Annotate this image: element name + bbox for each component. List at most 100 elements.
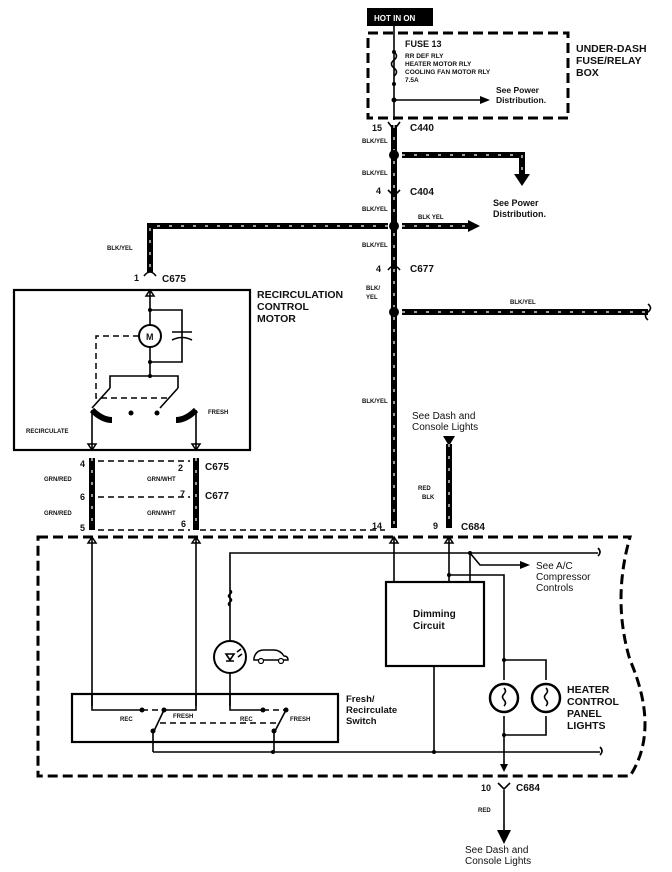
- c677-pin: 4: [376, 264, 381, 274]
- c684-pin-left: 5: [80, 523, 85, 533]
- arrow-right-icon: [520, 561, 530, 569]
- wire-color-label: BLK/YEL: [362, 171, 388, 177]
- wire-color-label: RED: [478, 808, 491, 814]
- panel-lights-title: CONTROL: [567, 696, 619, 708]
- dash-lights-note: Console Lights: [412, 422, 478, 433]
- dimming-label: Circuit: [413, 621, 445, 632]
- motor-title: MOTOR: [257, 313, 296, 325]
- panel-light-bulb-icon: [488, 682, 520, 714]
- c684-pin-10: 10: [481, 783, 491, 793]
- c677-label: C677: [205, 491, 229, 502]
- fuse-line: RR DEF RLY: [405, 53, 444, 60]
- power-dist-branch: [402, 152, 525, 175]
- fuse-line: HEATER MOTOR RLY: [405, 61, 472, 68]
- c677-pin-right: 7: [180, 489, 185, 499]
- wire-color-label: BLK/YEL: [510, 300, 536, 306]
- fuse-box-title: FUSE/RELAY: [576, 55, 642, 67]
- fuse-box-title: UNDER-DASH: [576, 43, 647, 55]
- arrow-right-icon: [480, 96, 490, 104]
- c684-pin-9: 9: [433, 521, 438, 531]
- c675-label: C675: [162, 274, 186, 285]
- motor-mechanical-link: [95, 335, 170, 399]
- wire-color-label: YEL: [366, 295, 378, 301]
- c684-label: C684: [516, 783, 540, 794]
- wire-color-label: BLK YEL: [418, 215, 444, 221]
- wire-color-label: GRN/WHT: [147, 477, 176, 483]
- wire-color-label: RED: [418, 486, 431, 492]
- panel-lights-title: PANEL: [567, 708, 602, 720]
- switch-title: Fresh/: [346, 694, 375, 705]
- connector-c404-icon: [387, 189, 401, 198]
- ac-note: See A/C: [536, 561, 573, 572]
- fuse-rating: 7.5A: [405, 77, 419, 84]
- arrow-down-icon: [497, 830, 511, 844]
- fuse-name: FUSE 13: [405, 39, 442, 49]
- fuse-icon: [390, 51, 398, 77]
- wire-color-label: BLK: [422, 495, 435, 501]
- arrow-right-icon: [468, 220, 480, 232]
- c677-label: C677: [410, 264, 434, 275]
- dash-lights-note: Console Lights: [465, 856, 531, 867]
- connector-c677-icon: [387, 265, 401, 271]
- wire-color-label: GRN/RED: [44, 511, 72, 517]
- dimming-circuit-box: [384, 580, 486, 668]
- wire-color-label: BLK/YEL: [362, 399, 388, 405]
- c684-pin-14: 14: [372, 521, 382, 531]
- arrow-down-icon: [514, 174, 530, 186]
- c404-label: C404: [410, 187, 434, 198]
- power-label: HOT IN ON: [374, 14, 416, 23]
- see-power-note: Distribution.: [496, 95, 546, 105]
- wire-color-label: GRN/RED: [44, 477, 72, 483]
- see-power-note: Distribution.: [493, 209, 546, 219]
- recirculation-motor-box: [12, 288, 252, 452]
- switch-rec-label: REC: [240, 717, 253, 723]
- ac-note: Controls: [536, 583, 573, 594]
- wire-color-label: BLK/: [366, 286, 380, 292]
- motor-symbol: M: [146, 332, 154, 342]
- c684-label: C684: [461, 522, 485, 533]
- splice-dot: [389, 221, 399, 231]
- c675-pin: 1: [134, 273, 139, 283]
- c440-pin: 15: [372, 123, 382, 133]
- c404-pin: 4: [376, 186, 381, 196]
- switch-title: Recirculate: [346, 705, 397, 716]
- dash-lights-note: See Dash and: [465, 845, 528, 856]
- power-label-box: [367, 8, 433, 26]
- dash-lights-note: See Dash and: [412, 411, 475, 422]
- panel-lights-title: LIGHTS: [567, 720, 606, 732]
- ac-note: Compressor: [536, 572, 591, 583]
- see-power-note: See Power: [493, 198, 539, 208]
- wire-color-label: BLK/YEL: [362, 139, 388, 145]
- c675-pin-right: 2: [178, 463, 183, 473]
- heater-control-unit-outline: [36, 535, 647, 778]
- arrow-down-icon: [443, 436, 455, 446]
- fuse-box-title: BOX: [576, 67, 599, 79]
- dimming-label: Dimming: [413, 609, 456, 620]
- fresh-recirculate-switch-box: [70, 692, 340, 744]
- wire-color-label: BLK/YEL: [362, 243, 388, 249]
- switch-title: Switch: [346, 716, 377, 727]
- c440-label: C440: [410, 123, 434, 134]
- motor-title: RECIRCULATION: [257, 289, 343, 301]
- c684-pin-right: 6: [181, 519, 186, 529]
- fuse-box-outline: [366, 31, 570, 120]
- c675-label: C675: [205, 462, 229, 473]
- see-power-note: See Power: [496, 85, 540, 95]
- wire-color-label: GRN/WHT: [147, 511, 176, 517]
- resistor-icon: [227, 589, 233, 607]
- splice-dot: [389, 150, 399, 160]
- splice-dot: [389, 307, 399, 317]
- connector-c440-icon: [387, 121, 401, 132]
- motor-feed-wire: [147, 223, 388, 272]
- switch-fresh-label: FRESH: [173, 714, 193, 720]
- connector-c684-icon: [497, 782, 511, 791]
- connector-c675-icon: [143, 271, 157, 277]
- fuse-line: COOLING FAN MOTOR RLY: [405, 69, 491, 76]
- recirculate-label: RECIRCULATE: [26, 429, 69, 435]
- panel-light-bulb-icon: [530, 682, 562, 714]
- continuation-icon: [644, 303, 652, 321]
- c675-pin-left: 4: [80, 459, 85, 469]
- c677-pin-left: 6: [80, 492, 85, 502]
- switch-rec-label: REC: [120, 717, 133, 723]
